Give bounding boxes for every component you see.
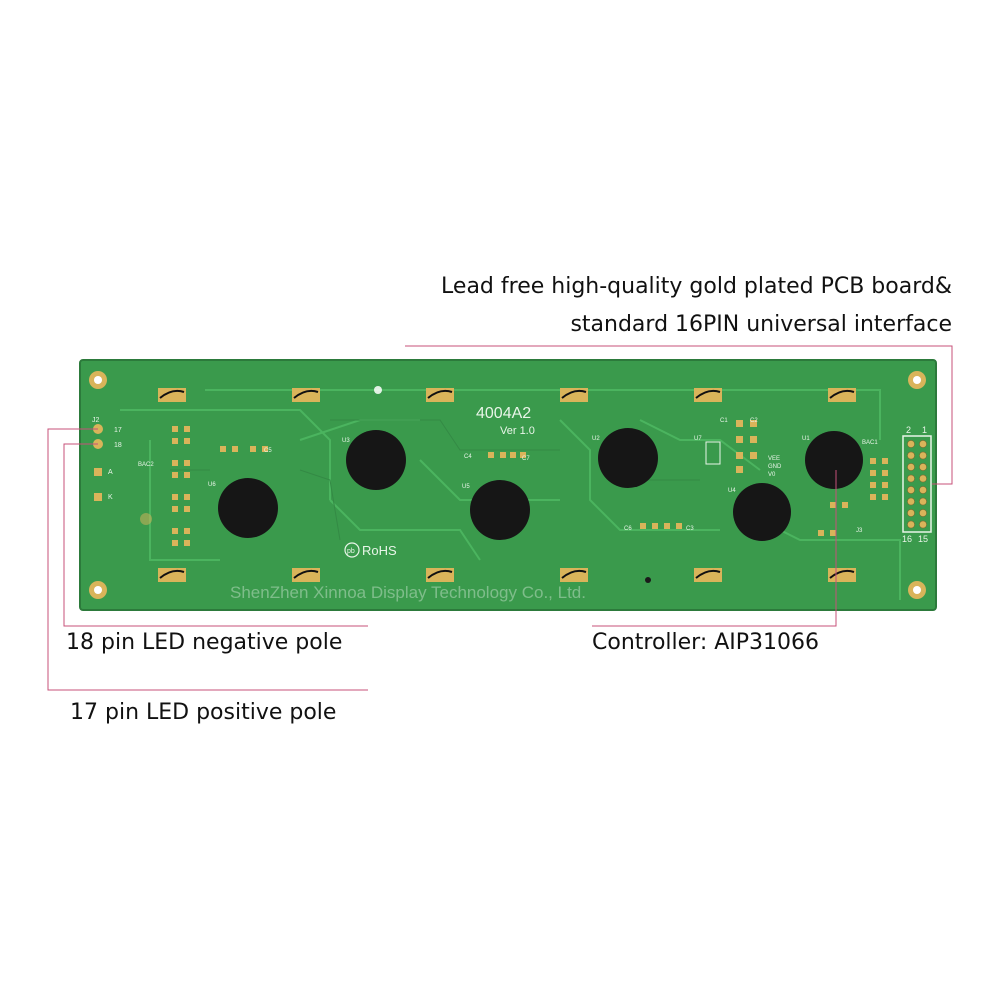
header-pin — [919, 463, 927, 471]
pin-label-17: 17 — [114, 427, 122, 434]
c6-label: C6 — [624, 526, 632, 532]
board-model: 4004A2 — [476, 405, 531, 422]
callout-gold-pcb-line1: Lead free high-quality gold plated PCB b… — [441, 274, 952, 299]
c2-label: C2 — [750, 418, 758, 424]
rohs-mark: pb RoHS — [344, 542, 397, 558]
pin-header — [907, 440, 927, 529]
pin-label-16: 16 — [902, 534, 912, 544]
u7-outline — [705, 441, 721, 465]
u7-label: U7 — [694, 436, 702, 442]
header-pin — [919, 474, 927, 483]
j3-label: J3 — [856, 528, 863, 534]
u2-label: U2 — [592, 436, 600, 442]
u3-label: U3 — [342, 438, 350, 444]
manufacturer-watermark: ShenZhen Xinnoa Display Technology Co., … — [230, 583, 586, 602]
header-pin — [907, 440, 915, 448]
board-version: Ver 1.0 — [500, 425, 535, 437]
callout-controller: Controller: AIP31066 — [592, 630, 820, 655]
c4-label: C4 — [464, 454, 472, 460]
j2-label: J2 — [92, 417, 100, 424]
u5-label: U5 — [462, 484, 470, 490]
c3-label: C3 — [686, 526, 694, 532]
header-pin — [919, 451, 927, 460]
bac1-label: BAC1 — [862, 440, 878, 446]
cob-chips — [218, 428, 863, 541]
svg-text:pb: pb — [347, 548, 355, 555]
callout-led-positive: 17 pin LED positive pole — [70, 700, 337, 725]
pin-label-18: 18 — [114, 442, 122, 449]
header-pin — [907, 486, 915, 494]
callout-gold-pcb-line2: standard 16PIN universal interface — [570, 312, 952, 337]
vee-label: VEE — [768, 456, 780, 462]
u1-label: U1 — [802, 436, 810, 442]
header-pin — [919, 486, 927, 494]
callout-led-negative: 18 pin LED negative pole — [66, 630, 343, 655]
header-pin — [919, 440, 927, 448]
header-pin — [919, 520, 927, 529]
pin-label-2: 2 — [906, 425, 911, 435]
pin-label-15: 15 — [918, 534, 928, 544]
u6-label: U6 — [208, 482, 216, 488]
c5-label: C5 — [264, 448, 272, 454]
mounting-holes — [89, 371, 926, 599]
header-pin — [907, 474, 915, 483]
header-pin — [907, 520, 915, 529]
c7-label: C7 — [522, 456, 530, 462]
smd-components — [172, 420, 888, 546]
header-pin — [907, 451, 915, 460]
pin-label-1: 1 — [922, 425, 927, 435]
callout-lines — [47, 345, 953, 691]
header-pin — [919, 497, 927, 506]
header-pin — [907, 463, 915, 471]
cathode-label: K — [108, 494, 113, 501]
pin-header-outline — [902, 435, 932, 533]
vo-label: V0 — [768, 472, 776, 478]
u4-label: U4 — [728, 488, 736, 494]
rohs-label: RoHS — [362, 543, 397, 558]
bac2-label: BAC2 — [138, 462, 154, 468]
header-pin — [907, 509, 915, 517]
gnd-label: GND — [768, 464, 782, 470]
header-pin — [907, 497, 915, 506]
anode-label: A — [108, 469, 113, 476]
c1-label: C1 — [720, 418, 728, 424]
header-pin — [919, 509, 927, 517]
